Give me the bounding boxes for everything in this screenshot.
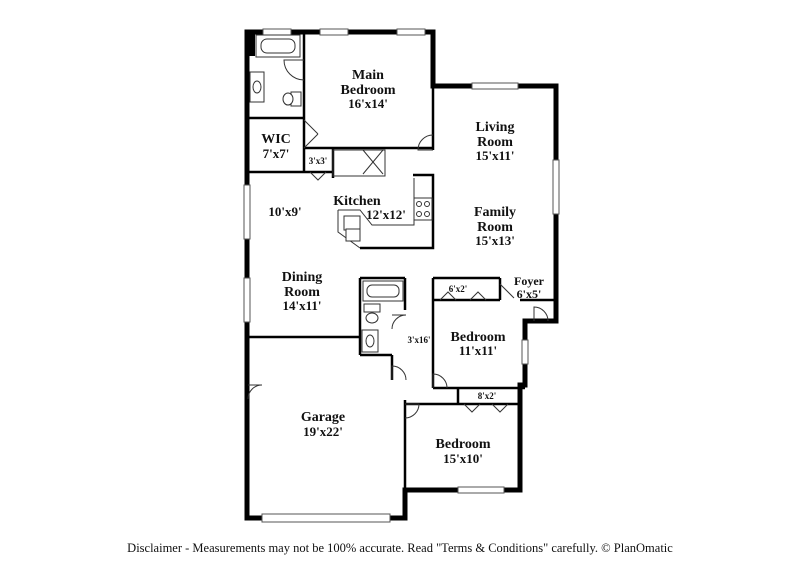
living-room-dims: 15'x11' bbox=[475, 148, 514, 163]
closet-8x2-dims: 8'x2' bbox=[478, 391, 497, 401]
bedroom-2-name: Bedroom bbox=[451, 330, 506, 345]
disclaimer-text: Disclaimer - Measurements may not be 100… bbox=[127, 541, 673, 555]
main-bedroom-dims: 16'x14' bbox=[348, 96, 388, 111]
family-room-name-line1: Family bbox=[474, 205, 516, 220]
kitchen-name: Kitchen bbox=[333, 194, 381, 209]
nook-dims: 10'x9' bbox=[268, 204, 301, 219]
foyer-dims: 6'x5' bbox=[517, 287, 542, 301]
dining-room-dims: 14'x11' bbox=[282, 298, 321, 313]
main-bedroom-name-line2: Bedroom bbox=[341, 83, 396, 98]
family-room-name-line2: Room bbox=[477, 220, 513, 235]
fixtures bbox=[249, 34, 433, 353]
windows bbox=[243, 28, 560, 523]
wic-name: WIC bbox=[261, 132, 291, 147]
room-labels: Main Bedroom 16'x14' WIC 7'x7' 3'x3' Liv… bbox=[261, 68, 544, 466]
bedroom-3-dims: 15'x10' bbox=[443, 451, 483, 466]
dining-room-name-line2: Room bbox=[284, 285, 320, 300]
main-bedroom-name-line1: Main bbox=[352, 68, 384, 83]
living-room-name-line2: Room bbox=[477, 135, 513, 150]
dining-room-name-line1: Dining bbox=[282, 270, 322, 285]
closet-6x2-dims: 6'x2' bbox=[449, 284, 468, 294]
interior-walls bbox=[248, 32, 556, 490]
bedroom-3-name: Bedroom bbox=[436, 437, 491, 452]
garage-name: Garage bbox=[301, 410, 345, 425]
garage-dims: 19'x22' bbox=[303, 424, 343, 439]
bedroom-2-dims: 11'x11' bbox=[459, 343, 497, 358]
kitchen-dims: 12'x12' bbox=[366, 207, 406, 222]
closet-3x3-dims: 3'x3' bbox=[309, 156, 328, 166]
living-room-name-line1: Living bbox=[476, 120, 515, 135]
wic-dims: 7'x7' bbox=[263, 146, 290, 161]
family-room-dims: 15'x13' bbox=[475, 233, 515, 248]
foyer-name: Foyer bbox=[514, 274, 545, 288]
hall-3x16-dims: 3'x16' bbox=[407, 335, 430, 345]
doors bbox=[247, 59, 549, 419]
